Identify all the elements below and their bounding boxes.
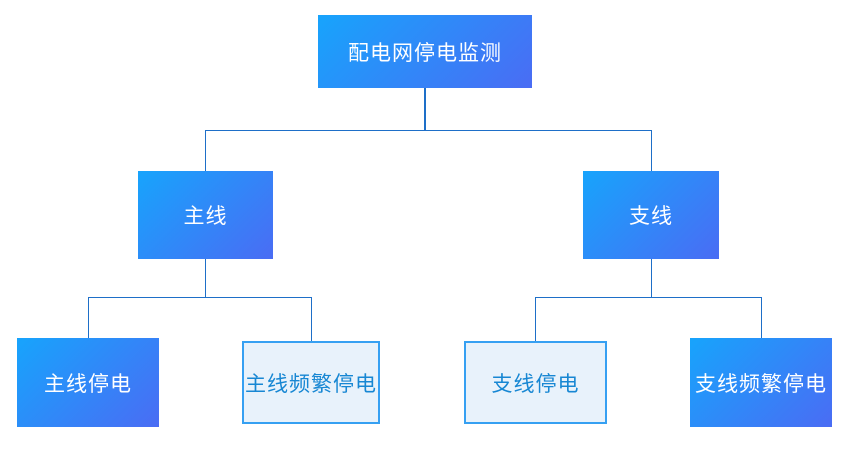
connector-branch-sub-stem: [650, 259, 652, 297]
connector-main-outage-drop: [87, 297, 89, 338]
connector-main-sub-bar: [87, 296, 312, 298]
node-root-label: 配电网停电监测: [348, 41, 502, 65]
connector-branch-line-drop: [650, 130, 652, 171]
node-branch-line-label: 支线: [629, 205, 673, 228]
connector-branch-freq-drop: [760, 297, 762, 338]
connector-main-sub-stem: [204, 259, 206, 297]
node-main-line[interactable]: 主线: [138, 171, 273, 259]
node-branch-line[interactable]: 支线: [583, 171, 719, 259]
node-main-line-outage[interactable]: 主线停电: [17, 338, 159, 427]
connector-main-line-drop: [204, 130, 206, 171]
node-branch-line-frequent-outage-label: 支线频繁停电: [695, 372, 827, 396]
node-main-line-frequent-outage[interactable]: 主线频繁停电: [242, 341, 380, 424]
connector-branch-outage-drop: [534, 297, 536, 341]
connector-branch-sub-bar: [534, 296, 762, 298]
node-root[interactable]: 配电网停电监测: [318, 15, 532, 88]
node-branch-line-frequent-outage[interactable]: 支线频繁停电: [690, 338, 832, 427]
node-branch-line-outage[interactable]: 支线停电: [464, 341, 607, 424]
connector-main-freq-drop: [310, 297, 312, 341]
node-main-line-frequent-outage-label: 主线频繁停电: [245, 372, 377, 396]
node-main-line-label: 主线: [183, 205, 228, 228]
node-main-line-outage-label: 主线停电: [44, 372, 132, 396]
connector-level1-bar: [204, 129, 652, 131]
node-branch-line-outage-label: 支线停电: [491, 372, 580, 396]
connector-root-stem: [424, 88, 426, 130]
